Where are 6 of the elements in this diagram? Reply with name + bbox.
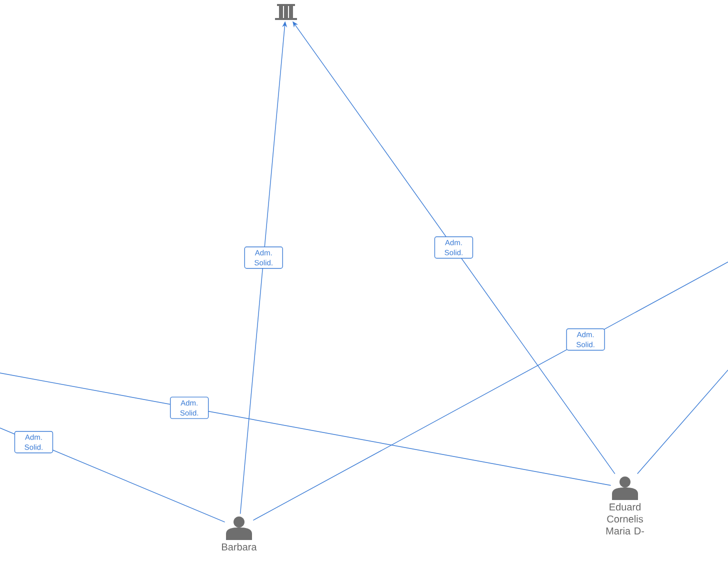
person-name: Barbara (222, 543, 257, 551)
connector (0, 372, 612, 486)
connector (637, 370, 728, 474)
person-name: Eduard Cornelis Maria D- (606, 503, 644, 535)
connector (252, 262, 728, 521)
building-icon (275, 4, 297, 20)
